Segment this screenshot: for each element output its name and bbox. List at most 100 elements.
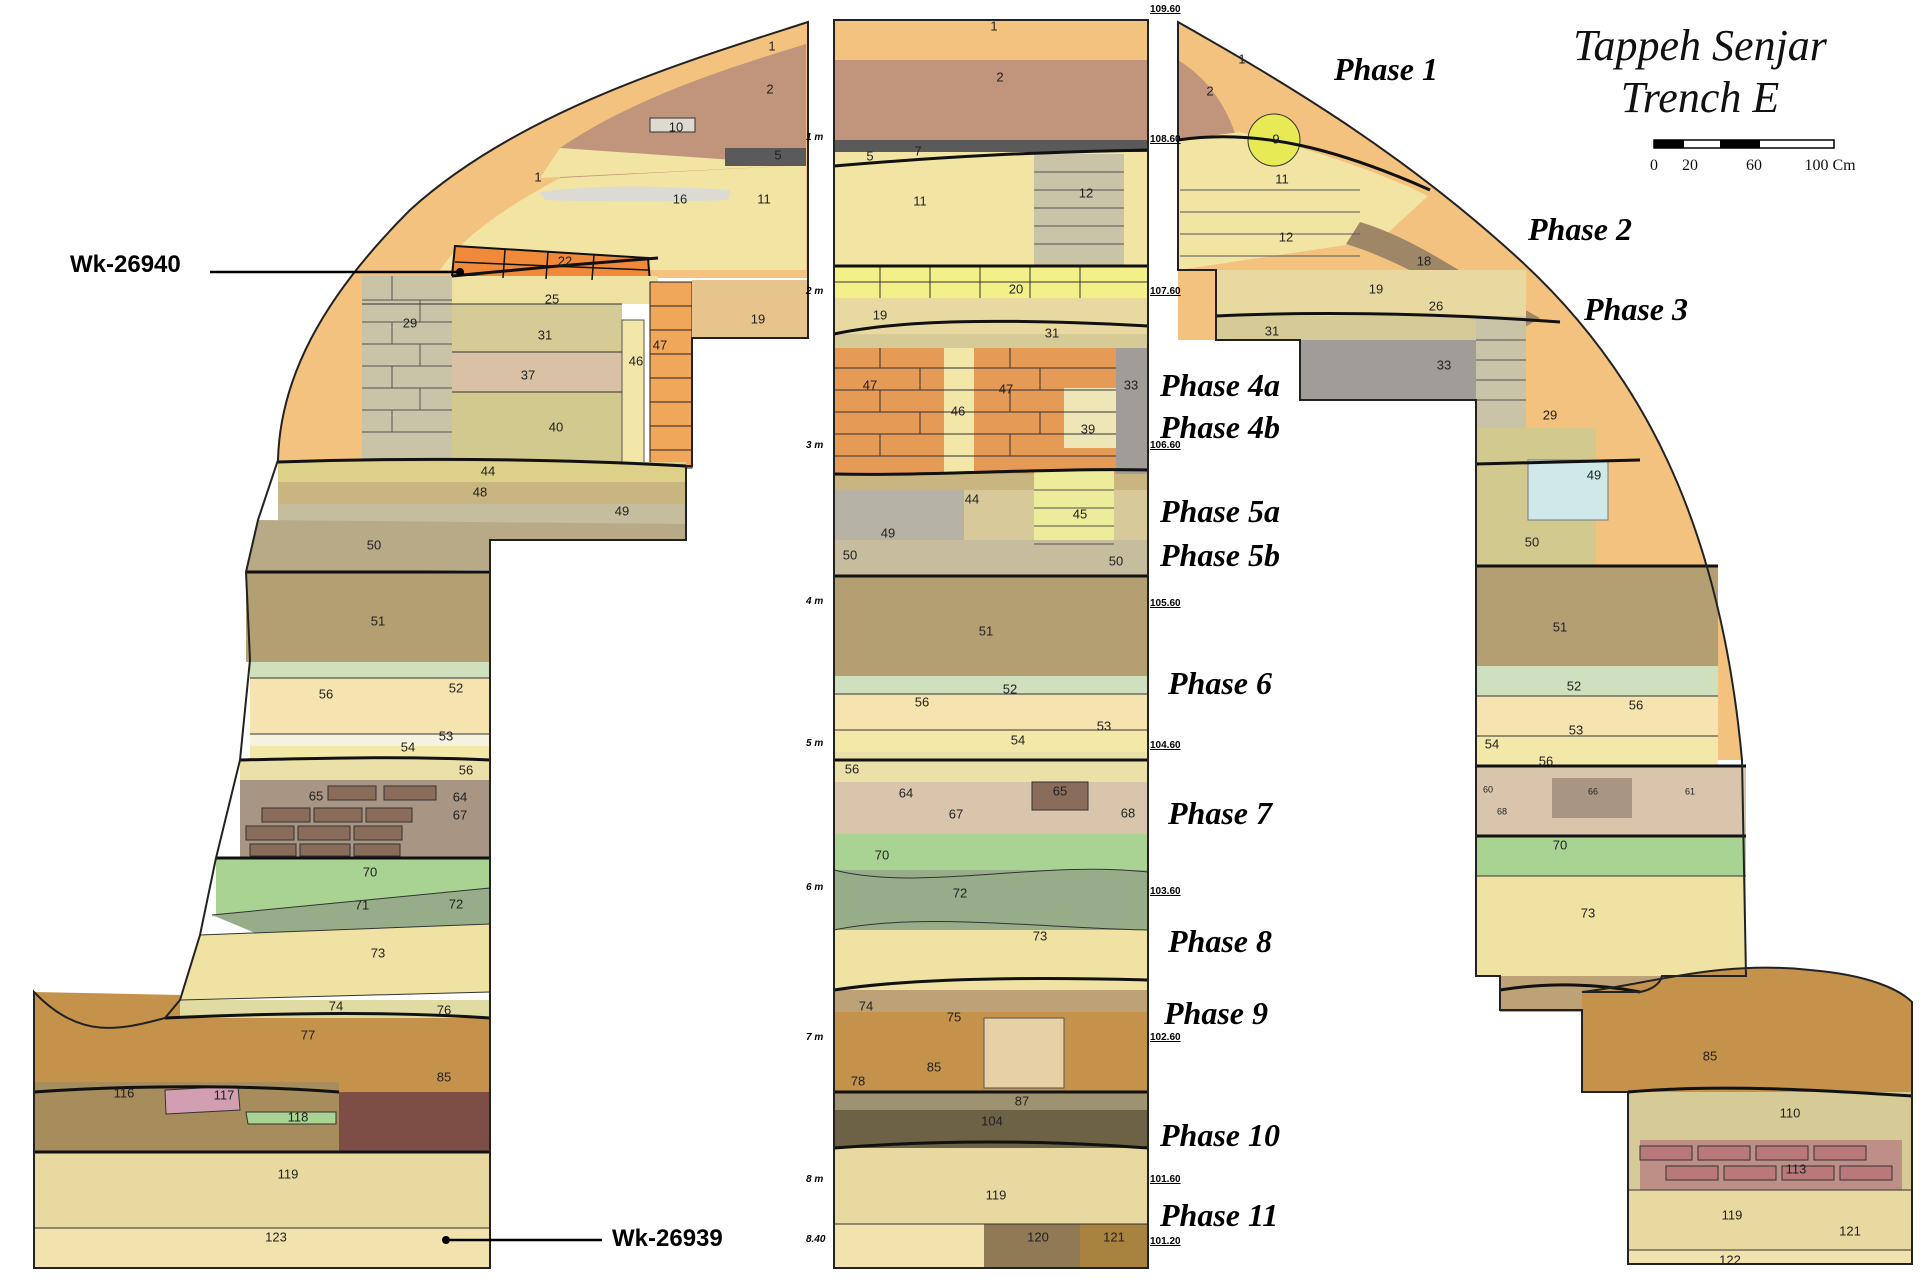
depth-mark-2: 3 m [806, 440, 823, 451]
layer-right-18: 18 [1417, 253, 1431, 268]
phase-label-6: Phase 5b [1159, 537, 1280, 573]
layer-left-46: 46 [629, 353, 643, 368]
layer-right-73: 73 [1581, 905, 1595, 920]
layer-middle-72: 72 [953, 885, 967, 900]
layer-left-2: 2 [766, 81, 773, 96]
layer-right-61: 61 [1685, 786, 1695, 796]
layer-middle-45: 45 [1073, 506, 1087, 521]
phase-label-1: Phase 2 [1527, 211, 1632, 247]
layer-right-9: 9 [1272, 131, 1279, 146]
layer-left-1: 1 [534, 169, 541, 184]
depth-mark-7: 8 m [806, 1174, 823, 1185]
layer-middle-11: 11 [913, 193, 927, 208]
layer-middle-56: 56 [915, 694, 929, 709]
layer-right-33: 33 [1437, 357, 1451, 372]
layer-right-51: 51 [1553, 619, 1567, 634]
scale-tick-20: 20 [1682, 157, 1698, 174]
layer-left-65: 65 [309, 788, 323, 803]
sample-label-lower: Wk-26939 [612, 1225, 723, 1252]
layer-left-118: 118 [288, 1109, 309, 1124]
layer-left-37: 37 [521, 367, 535, 382]
layer-right-52: 52 [1567, 678, 1581, 693]
layer-middle-65: 65 [1053, 783, 1067, 798]
elevation-mark-9: 101.20 [1150, 1236, 1181, 1247]
layer-left-116: 116 [114, 1085, 135, 1100]
layer-right-2: 2 [1206, 83, 1213, 98]
elevation-mark-7: 102.60 [1150, 1032, 1181, 1043]
layer-middle-120: 120 [1027, 1229, 1049, 1244]
layer-right-60: 60 [1483, 784, 1493, 794]
layer-left-29: 29 [403, 315, 417, 330]
layer-left-31: 31 [538, 327, 552, 342]
layer-right-29: 29 [1543, 407, 1557, 422]
layer-middle-12: 12 [1079, 185, 1093, 200]
sample-label-upper: Wk-26940 [70, 251, 181, 278]
right-section [1177, 20, 1913, 1265]
layer-left-119: 119 [278, 1166, 299, 1181]
layer-middle-68: 68 [1121, 805, 1135, 820]
phase-label-3: Phase 4a [1159, 367, 1280, 403]
layer-left-22: 22 [558, 253, 572, 268]
title-line-2: Trench E [1621, 73, 1780, 122]
left-section [33, 20, 809, 1269]
layer-left-85: 85 [437, 1069, 451, 1084]
elevation-mark-6: 103.60 [1150, 886, 1181, 897]
layer-left-47: 47 [653, 337, 667, 352]
layer-middle-46: 46 [951, 403, 965, 418]
layer-right-85: 85 [1703, 1048, 1717, 1063]
elevation-mark-5: 104.60 [1150, 740, 1181, 751]
phase-label-9: Phase 8 [1167, 923, 1272, 959]
figure-title: Tappeh Senjar Trench E [1573, 21, 1828, 122]
depth-mark-8: 8.40 [806, 1234, 826, 1245]
depth-mark-3: 4 m [805, 596, 823, 607]
layer-left-56: 56 [459, 762, 473, 777]
layer-right-54: 54 [1485, 736, 1499, 751]
layer-left-50: 50 [367, 537, 381, 552]
layer-right-50: 50 [1525, 534, 1539, 549]
depth-mark-4: 5 m [806, 738, 823, 749]
layer-middle-1: 1 [990, 18, 997, 33]
layer-middle-53: 53 [1097, 718, 1111, 733]
elevation-mark-0: 109.60 [1150, 4, 1181, 15]
phase-label-0: Phase 1 [1333, 51, 1438, 87]
layer-right-11: 11 [1275, 171, 1289, 186]
layer-right-70: 70 [1553, 837, 1567, 852]
layer-right-56: 56 [1539, 753, 1553, 768]
depth-mark-6: 7 m [806, 1032, 823, 1043]
layer-middle-20: 20 [1009, 281, 1023, 296]
layer-right-26: 26 [1429, 298, 1443, 313]
title-line-1: Tappeh Senjar [1573, 21, 1828, 70]
scale-tick-60: 60 [1746, 157, 1762, 174]
layer-left-16: 16 [673, 191, 687, 206]
layer-left-10: 10 [669, 119, 683, 134]
phase-label-2: Phase 3 [1583, 291, 1688, 327]
layer-right-31: 31 [1265, 323, 1279, 338]
layer-middle-51: 51 [979, 623, 993, 638]
depth-scale: 1 m2 m3 m4 m5 m6 m7 m8 m8.40 [805, 132, 826, 1245]
scale-tick-100: 100 Cm [1804, 157, 1856, 174]
layer-left-70: 70 [363, 864, 377, 879]
middle-section [833, 19, 1149, 1269]
layer-middle-47: 47 [863, 377, 877, 392]
layer-left-71: 71 [355, 897, 369, 912]
elevation-mark-8: 101.60 [1150, 1174, 1181, 1185]
phase-label-11: Phase 10 [1159, 1117, 1280, 1153]
layer-left-56: 56 [319, 686, 333, 701]
layer-middle-87: 87 [1015, 1093, 1029, 1108]
layer-middle-50: 50 [1109, 553, 1123, 568]
layer-middle-74: 74 [859, 998, 873, 1013]
sample-marker-lower: Wk-26939 [442, 1225, 723, 1252]
layer-middle-19: 19 [873, 307, 887, 322]
layer-middle-73: 73 [1033, 928, 1047, 943]
layer-left-74: 74 [329, 998, 343, 1013]
layer-left-64: 64 [453, 789, 467, 804]
layer-left-49: 49 [615, 503, 629, 518]
layer-left-11: 11 [757, 191, 771, 206]
layer-middle-47: 47 [999, 381, 1013, 396]
elevation-mark-1: 108.60 [1150, 134, 1181, 145]
layer-left-54: 54 [401, 739, 415, 754]
layer-left-44: 44 [481, 463, 495, 478]
